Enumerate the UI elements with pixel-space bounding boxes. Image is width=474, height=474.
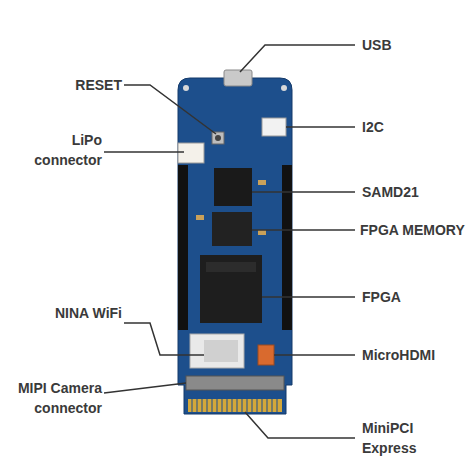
- leader-lines: [104, 45, 355, 438]
- callout-label: I2C: [362, 117, 462, 137]
- lipo-connector: [178, 143, 204, 163]
- nina-module: [190, 334, 244, 368]
- samd21-chip: [214, 168, 252, 206]
- mount-hole: [281, 85, 287, 91]
- component: [258, 180, 266, 185]
- component: [196, 215, 204, 220]
- microhdmi-connector: [258, 345, 274, 365]
- pcie-fingers: [188, 399, 282, 412]
- reset-button: [215, 135, 221, 141]
- usb-connector: [224, 70, 252, 86]
- circuit-board: [178, 78, 292, 414]
- callout-label: RESET: [38, 75, 122, 95]
- callout-label: MicroHDMI: [362, 345, 462, 365]
- callout-label: LiPo connector: [8, 130, 102, 170]
- callout-label: USB: [362, 35, 462, 55]
- pin-header: [282, 165, 292, 330]
- callout-label: NINA WiFi: [38, 303, 122, 323]
- callout-label: FPGA: [362, 287, 462, 307]
- reset-button: [212, 132, 224, 144]
- nina-shield: [204, 340, 238, 362]
- callout-label: MiniPCI Express: [362, 418, 452, 458]
- memory-chip: [212, 212, 252, 246]
- pin-header: [178, 165, 188, 330]
- callout-label: FPGA MEMORY: [360, 220, 472, 240]
- callout-label: SAMD21: [362, 182, 462, 202]
- chip-marking: [206, 262, 256, 272]
- mipi-connector: [186, 376, 284, 390]
- mount-hole: [183, 85, 189, 91]
- i2c-connector: [262, 118, 286, 136]
- fpga-chip: [200, 255, 262, 323]
- callout-label: MIPI Camera connector: [0, 378, 102, 418]
